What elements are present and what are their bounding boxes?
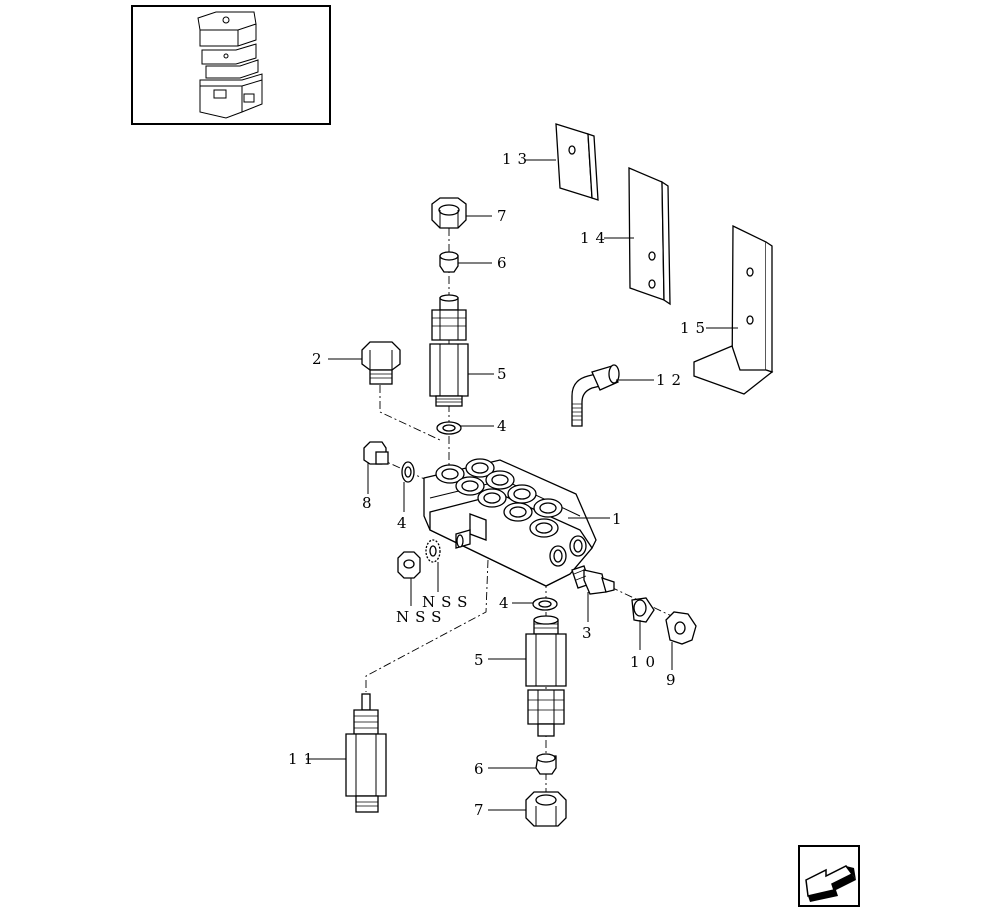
washer-4-left xyxy=(401,461,415,483)
manifold-block-1 xyxy=(423,458,597,587)
callout-nss-b: NSS xyxy=(422,593,473,611)
plate-13 xyxy=(555,123,599,201)
adapter-11 xyxy=(345,693,387,813)
nss-nut xyxy=(397,551,421,579)
manifold-ports xyxy=(435,458,587,567)
nss-lock-washer xyxy=(425,539,441,563)
assembly-thumbnail-icon[interactable] xyxy=(131,5,331,125)
washer-4-bottom xyxy=(532,597,558,611)
plug-8 xyxy=(363,441,389,465)
callout-11: 11 xyxy=(288,750,319,768)
callout-7-bottom: 7 xyxy=(474,801,490,819)
callout-5-bottom: 5 xyxy=(474,651,490,669)
valve-body-5-bottom xyxy=(525,615,567,737)
callout-8: 8 xyxy=(362,494,378,512)
nut-7-bottom xyxy=(525,791,567,827)
callout-6-top: 6 xyxy=(497,254,513,272)
elbow-fitting-12 xyxy=(571,364,620,427)
callout-3: 3 xyxy=(582,624,598,642)
ferrule-6-top xyxy=(439,251,459,273)
previous-arrow-icon[interactable] xyxy=(798,845,860,907)
plug-2 xyxy=(361,341,401,385)
ferrule-10 xyxy=(631,597,655,623)
adapter-3 xyxy=(571,565,615,595)
callout-7-top: 7 xyxy=(497,207,513,225)
callout-2: 2 xyxy=(312,350,328,368)
valve-body-5-top xyxy=(429,294,469,407)
nut-7-top xyxy=(431,197,467,229)
bracket-15 xyxy=(693,224,774,395)
callout-13: 13 xyxy=(502,150,533,168)
callout-10: 10 xyxy=(630,653,661,671)
callout-6-bottom: 6 xyxy=(474,760,490,778)
ferrule-6-bottom xyxy=(535,753,557,775)
callout-4-top: 4 xyxy=(497,417,513,435)
callout-9: 9 xyxy=(666,671,682,689)
plate-14 xyxy=(628,167,671,306)
callout-1: 1 xyxy=(612,510,628,528)
callout-4-left: 4 xyxy=(397,514,413,532)
callout-14: 14 xyxy=(580,229,611,247)
nut-9 xyxy=(665,611,697,645)
callout-12: 12 xyxy=(656,371,687,389)
callout-4-bottom: 4 xyxy=(499,594,515,612)
washer-4-top xyxy=(436,421,462,435)
callout-15: 15 xyxy=(680,319,711,337)
callout-nss-a: NSS xyxy=(396,608,447,626)
callout-5-top: 5 xyxy=(497,365,513,383)
